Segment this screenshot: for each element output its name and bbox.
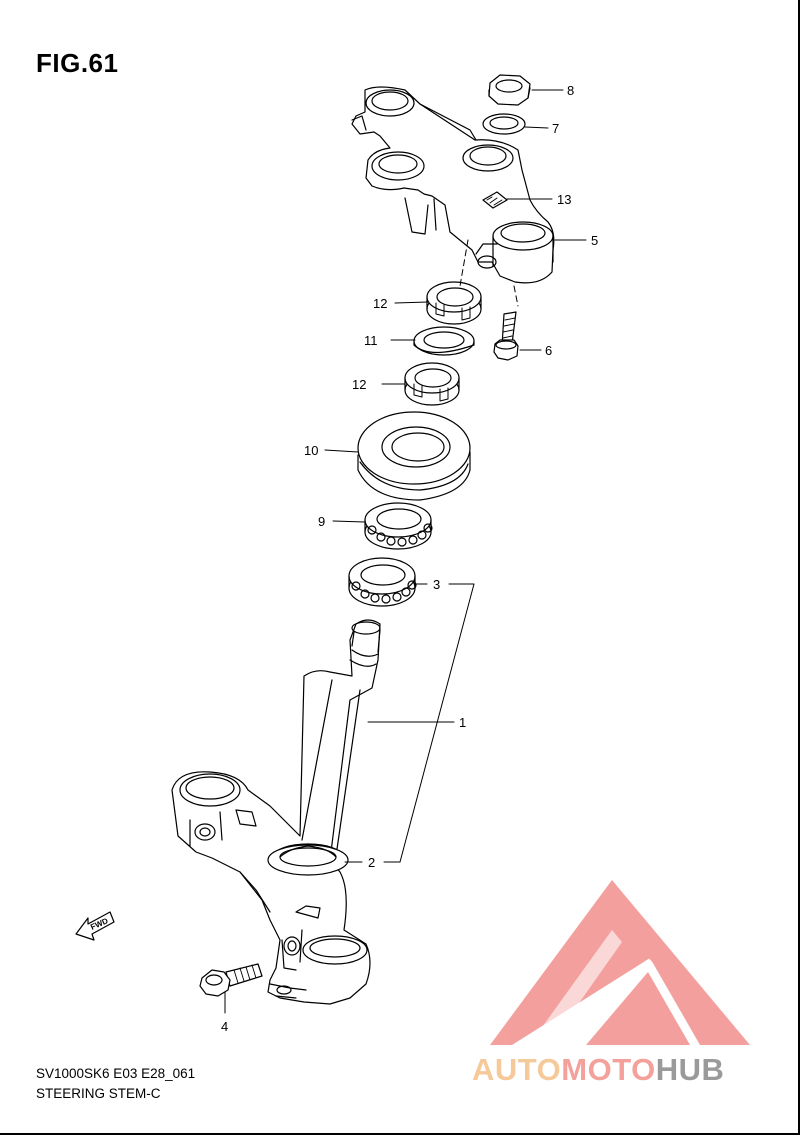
frame-bottom-border — [0, 1133, 800, 1135]
callout-13: 13 — [557, 192, 571, 207]
leader-lines — [224, 89, 587, 1014]
figure-name: STEERING STEM-C — [36, 1086, 161, 1101]
bearing-part-3 — [348, 557, 417, 607]
callout-numbers: 8 7 13 5 12 11 6 12 10 9 3 1 2 4 — [221, 83, 598, 1034]
callout-5: 5 — [591, 233, 598, 248]
figure-title: FIG.61 — [36, 48, 119, 78]
callout-6: 6 — [545, 343, 552, 358]
watermark-hub: HUB — [655, 1052, 725, 1087]
lock-nut-part-12-lower — [404, 362, 460, 406]
bolt-part-6 — [493, 311, 519, 361]
automotohub-logo-icon — [490, 880, 750, 1045]
callout-4: 4 — [221, 1019, 228, 1034]
callout-11: 11 — [364, 333, 378, 348]
forward-arrow-icon: FWD — [75, 911, 115, 941]
callout-7: 7 — [552, 121, 559, 136]
figure-code: SV1000SK6 E03 E28_061 — [36, 1066, 196, 1081]
washer-part-11 — [413, 326, 475, 356]
watermark-auto: AUTO — [472, 1052, 562, 1087]
steering-stem-part-1 — [171, 619, 381, 1005]
callout-10: 10 — [304, 443, 318, 458]
callout-2: 2 — [368, 855, 375, 870]
label-plate-part-13 — [482, 191, 508, 209]
seal-part-2 — [267, 844, 349, 876]
watermark-moto: MOTO — [561, 1052, 656, 1087]
automotohub-watermark: AUTOMOTOHUB — [472, 1052, 724, 1088]
callout-12-lower: 12 — [352, 377, 366, 392]
callout-1: 1 — [459, 715, 466, 730]
frame-right-border — [798, 0, 800, 1135]
upper-bracket-part-5 — [351, 86, 555, 284]
callout-12-upper: 12 — [373, 296, 387, 311]
nut-part-8 — [488, 74, 531, 106]
bolt-part-4 — [199, 963, 263, 997]
lock-nut-part-12-upper — [426, 281, 482, 325]
dust-seal-part-10 — [357, 411, 471, 501]
bearing-part-9 — [364, 502, 433, 550]
callout-8: 8 — [567, 83, 574, 98]
washer-part-7 — [482, 113, 526, 135]
callout-9: 9 — [318, 514, 325, 529]
callout-3: 3 — [433, 577, 440, 592]
